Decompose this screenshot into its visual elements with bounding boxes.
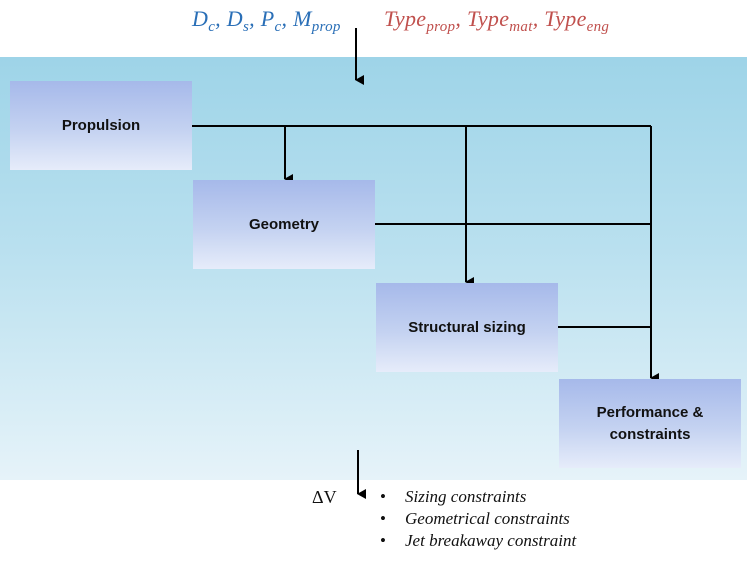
geometry-module: Geometry [193, 180, 375, 269]
performance-constraints-module: Performance & constraints [559, 379, 741, 468]
structural-sizing-module: Structural sizing [376, 283, 558, 372]
discrete-design-variables: Typeprop, Typemat, Typeeng [384, 6, 610, 35]
structural-sizing-label: Structural sizing [408, 318, 526, 336]
list-item: •Sizing constraints [380, 487, 527, 506]
constraint-list: •Sizing constraints •Geometrical constra… [380, 486, 576, 552]
propulsion-label: Propulsion [61, 116, 141, 134]
performance-constraints-label: Performance & constraints [596, 403, 704, 443]
continuous-design-variables: Dc, Ds, Pc, Mprop [192, 6, 341, 35]
propulsion-module: Propulsion [10, 81, 192, 170]
geometry-label: Geometry [248, 215, 320, 233]
list-item: •Jet breakaway constraint [380, 531, 577, 550]
delta-v-output: ΔV [312, 487, 337, 507]
list-item: •Geometrical constraints [380, 509, 570, 528]
